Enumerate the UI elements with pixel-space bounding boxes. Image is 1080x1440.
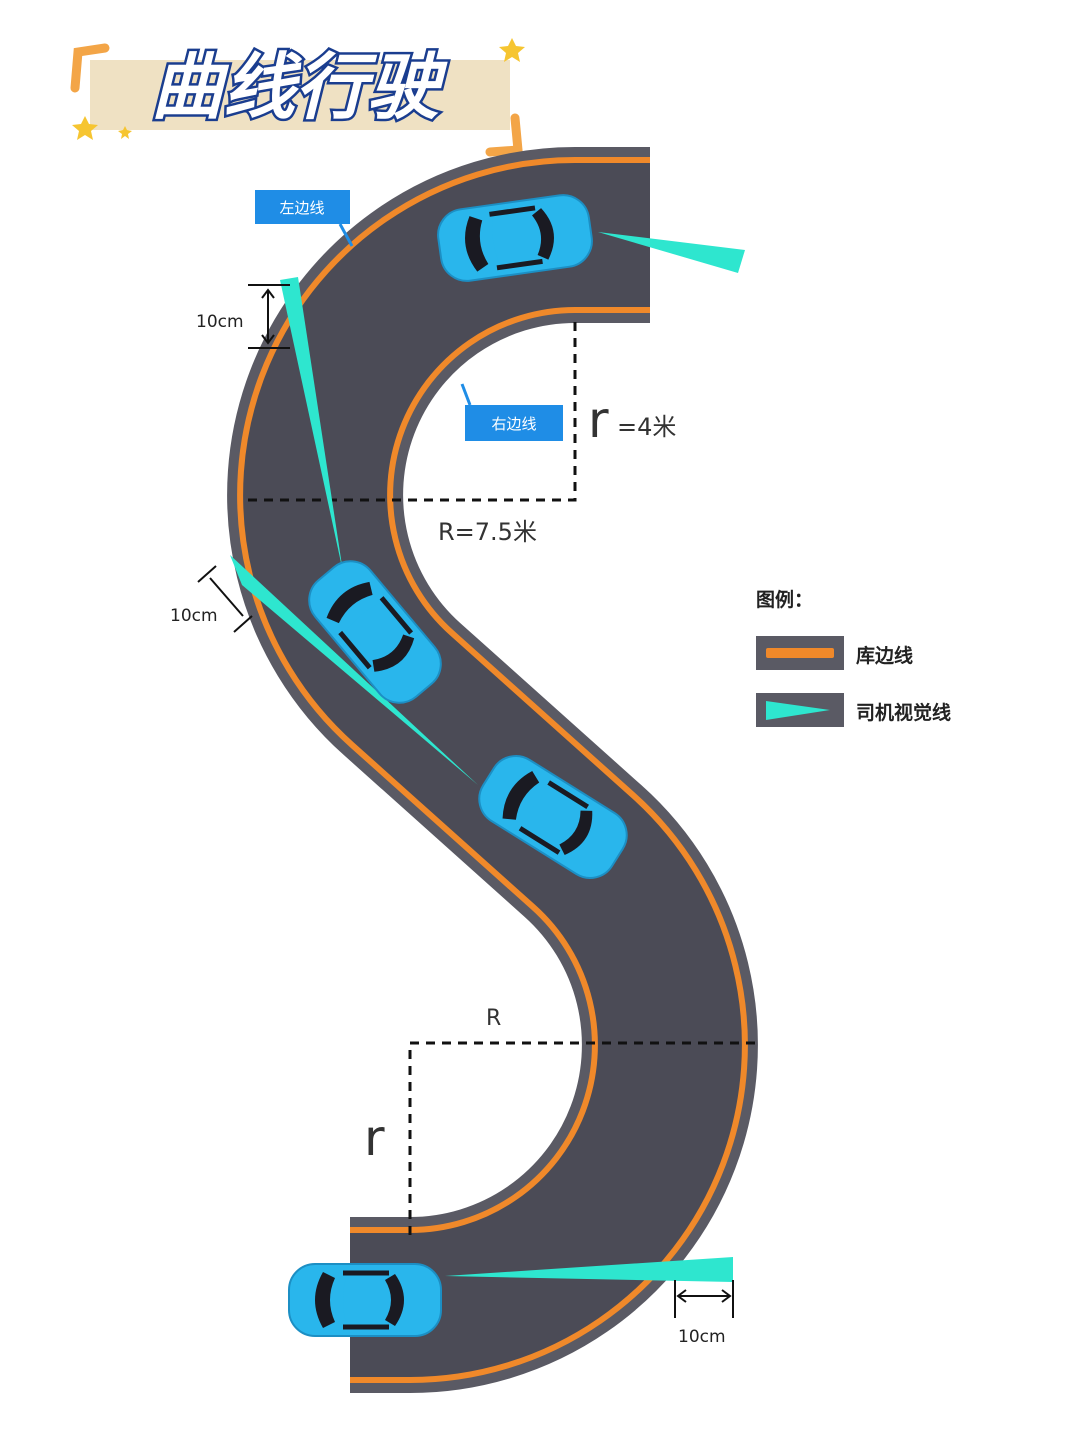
page-title: 曲线行驶 [151, 45, 448, 129]
r-label-bottom: r [364, 1109, 385, 1167]
star-icon [499, 38, 525, 62]
star-icon [72, 116, 98, 140]
R-value: R=7.5米 [438, 518, 537, 546]
sight-cone [598, 232, 745, 273]
gap-measure-top [248, 284, 290, 349]
bracket-icon [485, 113, 523, 157]
left-edge-callout: 左边线 [255, 190, 354, 247]
gap-label: 10cm [678, 1327, 726, 1347]
legend: 图例： 库边线 司机视觉线 [756, 588, 951, 727]
legend-title: 图例： [756, 588, 813, 611]
gap-measure-mid [197, 565, 253, 633]
car [289, 1264, 441, 1336]
bracket-icon [70, 43, 110, 93]
svg-text:右边线: 右边线 [491, 415, 536, 433]
sight-cone [230, 555, 478, 785]
gap-label: 10cm [196, 312, 244, 332]
title-banner: 曲线行驶 [70, 38, 525, 157]
sight-lines [230, 232, 745, 1282]
legend-label: 库边线 [856, 644, 913, 667]
sight-cone [445, 1257, 733, 1282]
R-label: R [486, 1006, 501, 1031]
gap-label: 10cm [170, 606, 218, 626]
star-icon [118, 126, 132, 139]
cyan-wedge-icon [766, 701, 830, 720]
gap-measure-bottom [674, 1280, 734, 1318]
right-edge-callout: 右边线 [460, 383, 563, 441]
svg-text:左边线: 左边线 [279, 199, 324, 217]
legend-label: 司机视觉线 [856, 701, 951, 724]
r-label: r [588, 391, 609, 449]
sight-cone [280, 277, 343, 572]
title-bg [90, 60, 510, 130]
r-value: =4米 [617, 413, 676, 441]
radius-lines [248, 322, 755, 1235]
orange-line-icon [766, 648, 834, 658]
